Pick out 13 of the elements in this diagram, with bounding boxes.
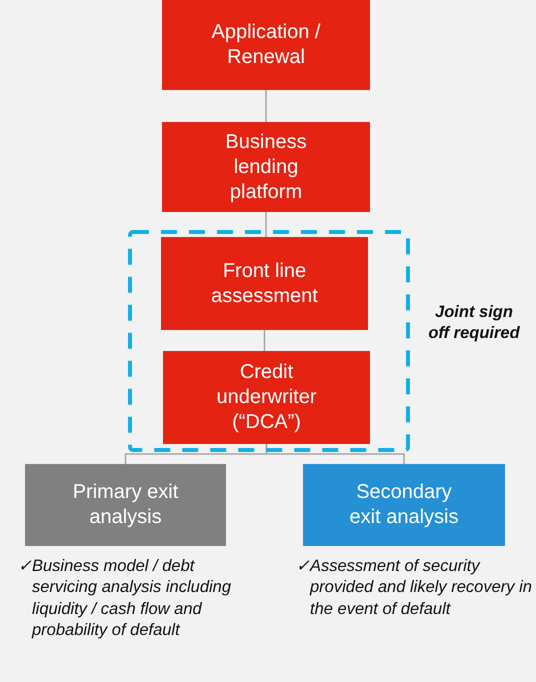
process-box: Application / Renewal [162, 0, 370, 90]
process-box: Business lending platform [162, 122, 370, 212]
connector-line [266, 444, 405, 464]
process-box: Secondary exit analysis [303, 464, 505, 546]
connector-line [264, 330, 266, 351]
note-text: Joint sign off required [427, 302, 521, 344]
connector-line [265, 212, 267, 237]
connector-line [265, 90, 267, 122]
process-box: Credit underwriter (“DCA”) [163, 351, 370, 444]
checklist-text: ✓Assessment of security provided and likely recovery in the event of default [296, 556, 533, 620]
checklist-text: ✓Business model / debt servicing analysis including liquidity / cash flow and probability of default [18, 556, 232, 642]
process-box: Front line assessment [161, 237, 368, 330]
process-box: Primary exit analysis [25, 464, 226, 546]
